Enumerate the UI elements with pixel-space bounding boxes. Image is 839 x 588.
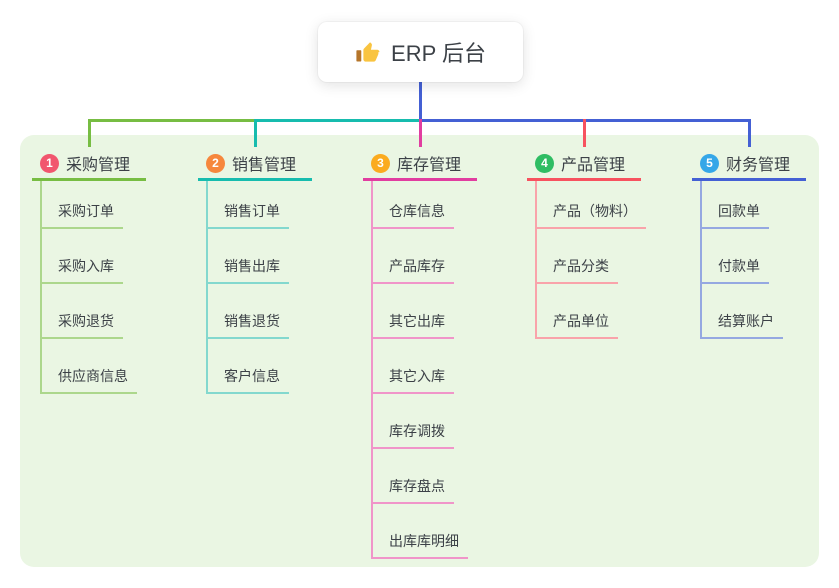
subtopic-label[interactable]: 采购入库 [42,256,123,284]
subtopic-label[interactable]: 库存调拨 [373,421,454,449]
subtopic-row: 产品（物料） [537,181,646,229]
connector-rail-sales [253,119,422,122]
subtopic-row: 库存调拨 [373,394,468,449]
topic-number-badge: 4 [535,153,554,173]
subtopic-row: 结算账户 [702,284,783,339]
topic-finance[interactable]: 5 财务管理 [692,148,806,181]
subtopic-row: 供应商信息 [42,339,137,394]
topic-label: 库存管理 [397,157,462,174]
subtopic-row: 仓库信息 [373,181,468,229]
subtopic-label[interactable]: 采购订单 [42,201,123,229]
topic-label: 财务管理 [726,157,791,174]
subtopic-row: 出库库明细 [373,504,468,559]
subtopic-label[interactable]: 销售退货 [208,311,289,339]
subtopic-label[interactable]: 产品分类 [537,256,618,284]
thumbs-up-icon [355,39,381,65]
branch-finance: 5 财务管理 回款单付款单结算账户 [692,148,806,339]
subtopic-row: 产品单位 [537,284,646,339]
subtopic-row: 产品分类 [537,229,646,284]
subtopic-row: 付款单 [702,229,783,284]
subtopic-row: 库存盘点 [373,449,468,504]
subtopic-list: 产品（物料） 产品分类产品单位 [535,181,646,339]
connector-drop-finance [747,119,751,147]
subtopic-row: 采购退货 [42,284,137,339]
subtopic-row: 其它入库 [373,339,468,394]
subtopic-label[interactable]: 客户信息 [208,366,289,394]
topic-sales[interactable]: 2 销售管理 [198,148,312,181]
root-topic-label: ERP 后台 [391,41,486,66]
topic-label: 产品管理 [561,157,626,174]
subtopic-row: 销售出库 [208,229,289,284]
subtopic-label[interactable]: 其它出库 [373,311,454,339]
connector-root-vertical [418,82,422,119]
subtopic-label[interactable]: 库存盘点 [373,476,454,504]
subtopic-list: 仓库信息产品库存其它出库其它入库库存调拨库存盘点出库库明细 [371,181,468,559]
branch-purchase: 1 采购管理 采购订单采购入库采购退货供应商信息 [32,148,146,394]
topic-purchase[interactable]: 1 采购管理 [32,148,146,181]
branch-product: 4 产品管理 产品（物料） 产品分类产品单位 [527,148,646,339]
subtopic-label[interactable]: 采购退货 [42,311,123,339]
subtopic-label[interactable]: 仓库信息 [373,201,454,229]
subtopic-row: 销售订单 [208,181,289,229]
branches-boundary [20,135,819,567]
subtopic-row: 回款单 [702,181,783,229]
topic-label: 销售管理 [232,157,297,174]
subtopic-label[interactable]: 回款单 [702,201,769,229]
connector-drop-sales [253,119,257,147]
subtopic-label[interactable]: 出库库明细 [373,531,468,559]
connector-drop-product [582,119,586,147]
subtopic-list: 销售订单销售出库销售退货客户信息 [206,181,289,394]
subtopic-label[interactable]: 产品库存 [373,256,454,284]
topic-number-badge: 2 [206,153,225,173]
subtopic-label[interactable]: 产品（物料） [537,201,646,229]
subtopic-row: 采购订单 [42,181,137,229]
branch-inventory: 3 库存管理 仓库信息产品库存其它出库其它入库库存调拨库存盘点出库库明细 [363,148,477,559]
subtopic-label[interactable]: 销售出库 [208,256,289,284]
subtopic-label[interactable]: 其它入库 [373,366,454,394]
subtopic-row: 客户信息 [208,339,289,394]
subtopic-list: 回款单付款单结算账户 [700,181,783,339]
subtopic-row: 产品库存 [373,229,468,284]
subtopic-label[interactable]: 结算账户 [702,311,783,339]
topic-label: 采购管理 [66,157,131,174]
subtopic-row: 其它出库 [373,284,468,339]
subtopic-label[interactable]: 销售订单 [208,201,289,229]
connector-rail-purchase [87,119,255,122]
subtopic-list: 采购订单采购入库采购退货供应商信息 [40,181,137,394]
subtopic-row: 采购入库 [42,229,137,284]
subtopic-label[interactable]: 供应商信息 [42,366,137,394]
root-topic-erp-backend[interactable]: ERP 后台 [318,22,523,82]
topic-number-badge: 1 [40,153,59,173]
topic-product[interactable]: 4 产品管理 [527,148,641,181]
connector-drop-inventory [418,119,422,147]
connector-drop-purchase [87,119,91,147]
topic-inventory[interactable]: 3 库存管理 [363,148,477,181]
subtopic-label[interactable]: 付款单 [702,256,769,284]
branch-sales: 2 销售管理 销售订单销售出库销售退货客户信息 [198,148,312,394]
subtopic-row: 销售退货 [208,284,289,339]
topic-number-badge: 3 [371,153,390,173]
topic-number-badge: 5 [700,153,719,173]
subtopic-label[interactable]: 产品单位 [537,311,618,339]
